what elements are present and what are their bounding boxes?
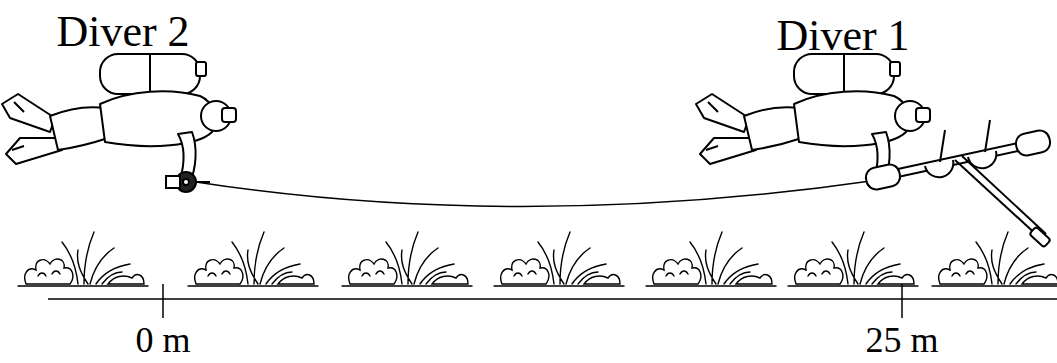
diver-label: Diver 2 [56,10,189,54]
distance-label: 25 m [865,322,938,358]
diver-label: Diver 1 [776,14,909,58]
distance-label: 0 m [135,322,190,358]
